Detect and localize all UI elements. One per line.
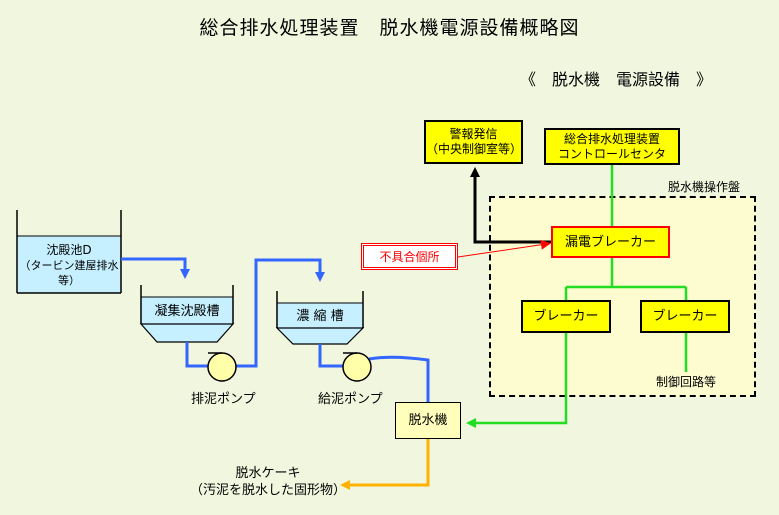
cake-line — [340, 438, 430, 490]
feed-pump-icon — [342, 352, 372, 382]
sludge-lines — [121, 257, 430, 402]
alarm-line — [470, 167, 551, 244]
control-center-line2: コントロールセンタ — [557, 146, 666, 161]
dewatered-cake-label: 脱水ケーキ （汚泥を脱水した固形物） — [190, 465, 346, 499]
power-lines — [466, 164, 688, 428]
control-center-box: 総合排水処理装置 コントロールセンタ — [544, 128, 680, 165]
thickener-tank-label: 濃 縮 槽 — [296, 309, 344, 324]
alarm-box-subtitle: （中央制御室等） — [426, 142, 523, 156]
discharge-pump-icon — [207, 352, 237, 382]
discharge-pump-label: 排泥ポンプ — [191, 392, 256, 407]
breaker-right-box: ブレーカー — [640, 300, 730, 333]
feed-pump-label: 給泥ポンプ — [318, 392, 383, 407]
coagulation-tank-label: 凝集沈殿槽 — [154, 304, 220, 319]
thickener-tank — [275, 291, 365, 345]
dewatered-cake-title: 脱水ケーキ — [235, 466, 301, 481]
dehydrator-box: 脱水機 — [395, 402, 461, 439]
coagulation-tank — [139, 285, 235, 343]
settling-pond-name: 沈殿池D — [46, 243, 92, 257]
defect-pointer — [457, 239, 551, 258]
settling-pond-label: 沈殿池D （タービン建屋排水等） — [17, 243, 121, 288]
settling-pond-desc: （タービン建屋排水等） — [19, 259, 119, 287]
alarm-box: 警報発信 （中央制御室等） — [424, 120, 523, 164]
leak-breaker-box: 漏電ブレーカー — [551, 226, 670, 258]
breaker-left-box: ブレーカー — [521, 300, 611, 333]
defect-location-label: 不具合個所 — [361, 243, 458, 270]
alarm-box-title: 警報発信 — [449, 127, 498, 141]
control-circuit-label: 制御回路等 — [656, 375, 717, 389]
diagram-subtitle: 《 脱水機 電源設備 》 — [520, 70, 713, 89]
control-center-line1: 総合排水処理装置 — [563, 131, 660, 146]
control-panel-label: 脱水機操作盤 — [668, 180, 741, 194]
diagram-title: 総合排水処理装置 脱水機電源設備概略図 — [199, 17, 580, 39]
dewatered-cake-desc: （汚泥を脱水した固形物） — [190, 483, 347, 498]
settling-pond-d-tank — [16, 210, 122, 294]
